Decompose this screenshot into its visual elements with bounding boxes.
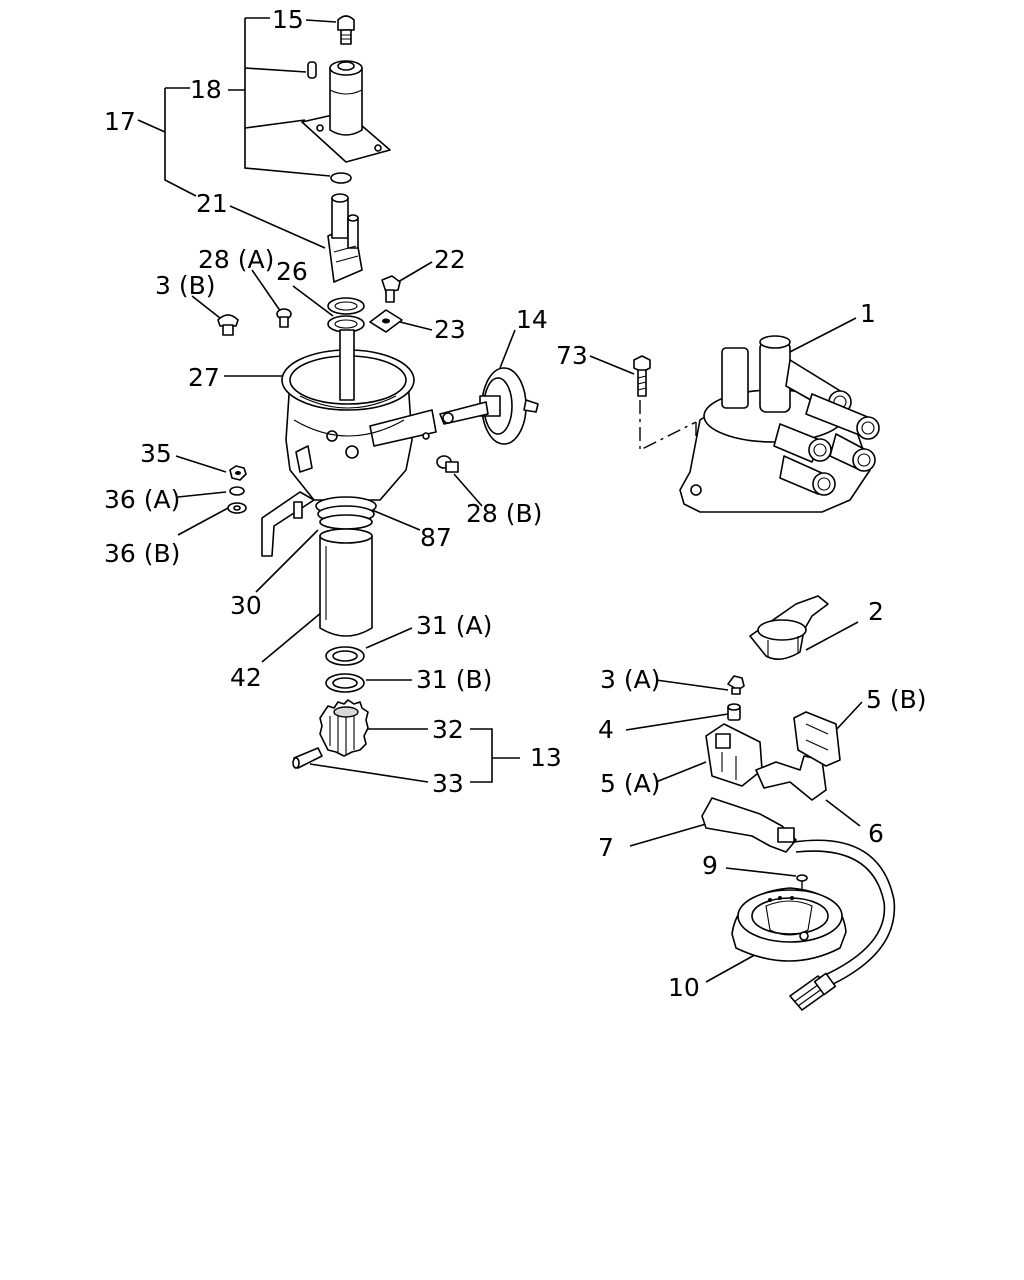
washer-36a-icon <box>229 486 245 496</box>
callout-3a: 3 (A) <box>600 665 660 694</box>
callout-28b: 28 (B) <box>466 499 542 528</box>
shaft-assembly-18-icon <box>301 60 391 163</box>
leader-lines <box>137 17 863 983</box>
callout-28a: 28 (A) <box>198 245 274 274</box>
callout-26: 26 <box>276 257 308 286</box>
cable-connector-icon <box>789 972 837 1011</box>
callout-35: 35 <box>140 439 172 468</box>
washer-36b-icon <box>227 502 247 514</box>
screw-3b-icon <box>217 314 239 336</box>
callout-4: 4 <box>598 715 614 744</box>
rotor-2-icon <box>749 595 829 660</box>
callout-23: 23 <box>434 315 466 344</box>
callout-30: 30 <box>230 591 262 620</box>
seal-87-icon <box>315 496 377 530</box>
square-nut-23-icon <box>369 309 403 333</box>
module-5a-icon <box>705 723 763 787</box>
signal-plate-10-icon <box>731 887 847 962</box>
washer-31b-icon <box>325 673 365 693</box>
housing-27-icon <box>281 329 437 501</box>
callout-3b: 3 (B) <box>155 271 216 300</box>
callout-1: 1 <box>860 299 876 328</box>
washer-icon <box>330 172 352 184</box>
callout-14: 14 <box>516 305 548 334</box>
callout-32: 32 <box>432 715 464 744</box>
callout-87: 87 <box>420 523 452 552</box>
callout-36b: 36 (B) <box>104 539 180 568</box>
callout-27: 27 <box>188 363 220 392</box>
callout-labels: 15 18 17 21 22 28 (A) 26 3 (B) 23 14 27 … <box>104 5 927 1002</box>
callout-9: 9 <box>702 851 718 880</box>
bracket-6-icon <box>755 755 827 801</box>
governor-shaft-21-icon <box>327 193 363 283</box>
clip-9-icon <box>796 874 808 882</box>
screw-28b-icon <box>436 455 459 473</box>
callout-73: 73 <box>556 341 588 370</box>
module-5b-icon <box>793 711 841 767</box>
callout-21: 21 <box>196 189 228 218</box>
callout-15: 15 <box>272 5 304 34</box>
callout-31b: 31 (B) <box>416 665 492 694</box>
callout-5a: 5 (A) <box>600 769 660 798</box>
vacuum-advancer-14-icon <box>439 367 539 445</box>
callout-10: 10 <box>668 973 700 1002</box>
screw-15-icon <box>337 15 355 45</box>
callout-13: 13 <box>530 743 562 772</box>
nut-35-icon <box>229 465 247 481</box>
pin-33-icon <box>292 747 323 769</box>
shank-42-icon <box>319 528 373 637</box>
callout-22: 22 <box>434 245 466 274</box>
pickup-7-icon <box>701 797 896 991</box>
o-ring-26-icon <box>327 297 365 333</box>
washer-31a-icon <box>325 646 365 666</box>
callout-31a: 31 (A) <box>416 611 492 640</box>
callout-5b: 5 (B) <box>866 685 927 714</box>
callout-17: 17 <box>104 107 136 136</box>
sleeve-4-icon <box>727 703 741 721</box>
screw-3a-icon <box>727 675 745 695</box>
callout-6: 6 <box>868 819 884 848</box>
callout-18: 18 <box>190 75 222 104</box>
screw-28a-icon <box>276 308 292 328</box>
callout-36a: 36 (A) <box>104 485 180 514</box>
callout-42: 42 <box>230 663 262 692</box>
callout-2: 2 <box>868 597 884 626</box>
clamp-30-icon <box>261 491 315 557</box>
bolt-73-icon <box>633 355 651 397</box>
callout-33: 33 <box>432 769 464 798</box>
distributor-cap-1-icon <box>679 335 880 513</box>
callout-7: 7 <box>598 833 614 862</box>
bolt-22-icon <box>381 275 401 303</box>
gear-32-icon <box>319 699 369 757</box>
